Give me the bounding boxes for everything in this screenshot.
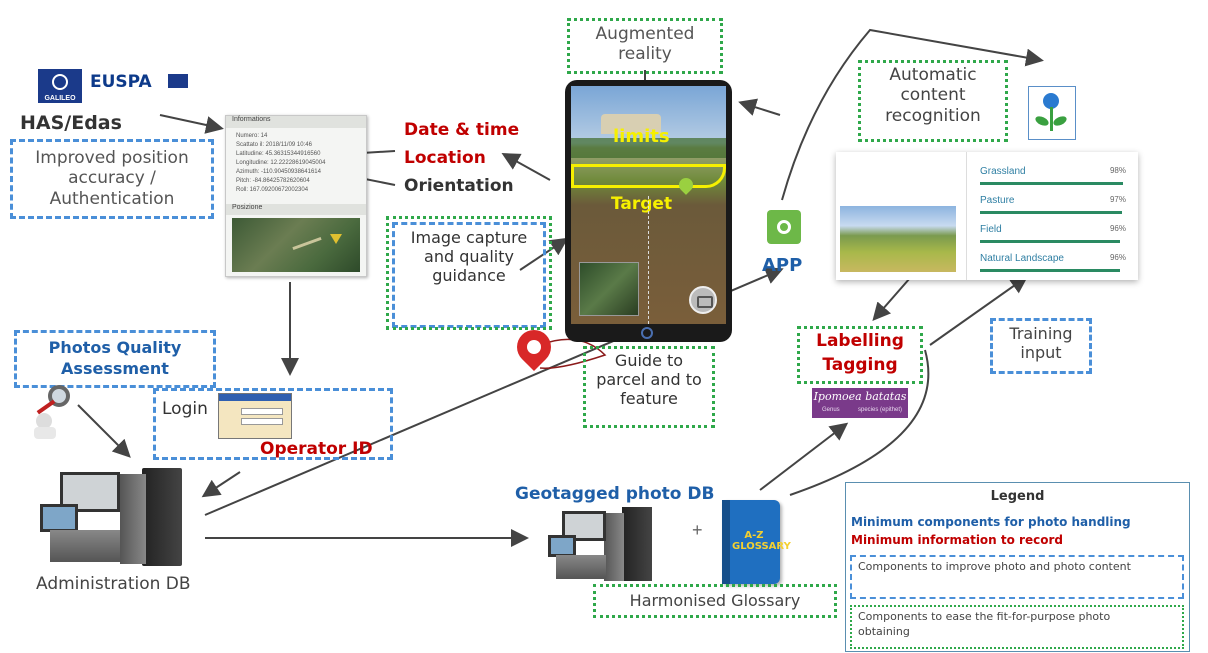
euspa-logo-text: EUSPA: [90, 72, 152, 92]
result-pct: 96%: [1109, 224, 1126, 233]
photos-quality-text: Photos Quality Assessment: [48, 338, 182, 378]
result-label: Field: [980, 224, 1002, 235]
info-panel-header: Informations: [226, 116, 366, 128]
date-time-label: Date & time: [404, 120, 520, 140]
improved-position-box: Improved position accuracy / Authenticat…: [10, 139, 214, 219]
tablet-device: limits Target: [565, 80, 732, 342]
genus-text: Genus: [822, 407, 840, 413]
eu-flag-icon: [168, 74, 188, 88]
tablet-home-button[interactable]: [641, 327, 653, 339]
target-label: Target: [611, 194, 673, 214]
info-row: Latitudine: 45.36315344916560: [236, 151, 321, 157]
satellite-map-image: [232, 218, 360, 272]
location-pin-icon: [509, 322, 559, 372]
galileo-logo: GALILEO: [38, 69, 82, 103]
app-gear-icon[interactable]: [767, 210, 801, 244]
image-capture-text: Image capture and quality guidance: [410, 228, 528, 286]
legend-ease-text: Components to ease the fit-for-purpose p…: [858, 610, 1111, 638]
plus-sign: +: [692, 520, 703, 540]
result-bar: [980, 211, 1122, 214]
location-label: Location: [404, 148, 486, 168]
info-row: Scattato il: 2018/11/09 10:46: [236, 142, 312, 148]
minimap-inset: [579, 262, 639, 316]
info-panel: Informations Numero: 14 Scattato il: 201…: [225, 115, 367, 277]
login-window: [218, 393, 292, 439]
euspa-logo: EUSPA: [86, 66, 196, 100]
auto-recognition-text: Automatic content recognition: [885, 65, 981, 126]
operator-id-label: Operator ID: [260, 439, 373, 459]
ipomoea-text: Ipomoea batatas: [813, 390, 907, 403]
improved-position-text: Improved position accuracy / Authenticat…: [35, 148, 189, 209]
legend-improve-box: Components to improve photo and photo co…: [850, 555, 1184, 599]
info-rows: Numero: 14 Scattato il: 2018/11/09 10:46…: [236, 132, 325, 195]
result-row: Pasture 97%: [980, 195, 1126, 214]
augmented-reality-box: Augmented reality: [567, 18, 723, 74]
guide-parcel-text: Guide to parcel and to feature: [596, 351, 702, 409]
results-list: Grassland 98% Pasture 97% Field 96% Natural…: [980, 166, 1126, 276]
image-capture-outer: [386, 216, 552, 330]
info-row: Pitch: -84.86425782620604: [236, 178, 310, 184]
species-text: species (epithet): [858, 407, 903, 413]
legend-improve-text: Components to improve photo and photo co…: [858, 560, 1131, 573]
labelling-label: Labelling: [816, 331, 904, 351]
app-label: APP: [762, 255, 803, 276]
result-bar: [980, 269, 1121, 272]
augmented-reality-text: Augmented reality: [595, 24, 695, 65]
legend-box: Legend Minimum components for photo hand…: [845, 482, 1190, 652]
location-marker-icon: [330, 234, 342, 244]
geotagged-db-label: Geotagged photo DB: [515, 484, 715, 504]
login-box: Login Operator ID: [153, 388, 393, 460]
position-header: Posizione: [226, 204, 366, 215]
legend-min-info: Minimum information to record: [851, 533, 1063, 547]
result-row: Natural Landscape 96%: [980, 253, 1126, 272]
legend-min-components: Minimum components for photo handling: [851, 515, 1131, 529]
has-edas-label: HAS/Edas: [20, 112, 122, 134]
result-bar: [980, 182, 1124, 185]
training-input-text: Training input: [1009, 324, 1073, 363]
result-pct: 98%: [1109, 166, 1126, 175]
auto-recognition-box: Automatic content recognition: [858, 60, 1008, 142]
info-row: Longitudine: 12.22228619045004: [236, 160, 326, 166]
magnifier-person-icon: [28, 385, 78, 440]
result-bar: [980, 240, 1121, 243]
result-pct: 97%: [1109, 195, 1126, 204]
geotagged-db-computers-icon: [548, 507, 668, 583]
admin-db-computers-icon: [40, 468, 210, 568]
photos-quality-box: Photos Quality Assessment: [14, 330, 216, 388]
image-capture-box: Image capture and quality guidance: [392, 222, 546, 328]
glossary-book-title: A-Z GLOSSARY: [732, 530, 791, 552]
flower-logo-icon: [1028, 86, 1076, 140]
legend-ease-box: Components to ease the fit-for-purpose p…: [850, 605, 1184, 649]
result-label: Natural Landscape: [980, 253, 1064, 264]
landscape-thumbnail: [840, 206, 956, 272]
labelling-tagging-box: Labelling Tagging: [797, 326, 923, 384]
info-row: Azimuth: -110.90450938641614: [236, 169, 321, 175]
harmonised-glossary-box: Harmonised Glossary: [593, 584, 837, 618]
orientation-label: Orientation: [404, 176, 514, 196]
camera-button-icon[interactable]: [689, 286, 717, 314]
admin-db-label: Administration DB: [36, 574, 191, 594]
tagging-label: Tagging: [822, 355, 898, 375]
guide-parcel-box: Guide to parcel and to feature: [583, 346, 715, 428]
tablet-screen: limits Target: [571, 86, 726, 324]
result-row: Grassland 98%: [980, 166, 1126, 185]
harmonised-glossary-text: Harmonised Glossary: [629, 591, 801, 610]
info-row: Roll: 167.09200672002304: [236, 187, 309, 193]
info-row: Numero: 14: [236, 133, 268, 139]
glossary-book-icon: A-Z GLOSSARY: [722, 500, 791, 584]
result-label: Grassland: [980, 166, 1026, 177]
result-label: Pasture: [980, 195, 1015, 206]
login-label: Login: [162, 399, 208, 419]
result-pct: 96%: [1109, 253, 1126, 262]
legend-title: Legend: [990, 489, 1045, 504]
result-row: Field 96%: [980, 224, 1126, 243]
training-input-box: Training input: [990, 318, 1092, 374]
ipomoea-badge: Ipomoea batatas Genus species (epithet): [812, 388, 908, 418]
recognition-panel: Grassland 98% Pasture 97% Field 96% Natural…: [836, 152, 1138, 280]
galileo-logo-text: GALILEO: [44, 95, 76, 102]
limits-label: limits: [613, 126, 670, 147]
